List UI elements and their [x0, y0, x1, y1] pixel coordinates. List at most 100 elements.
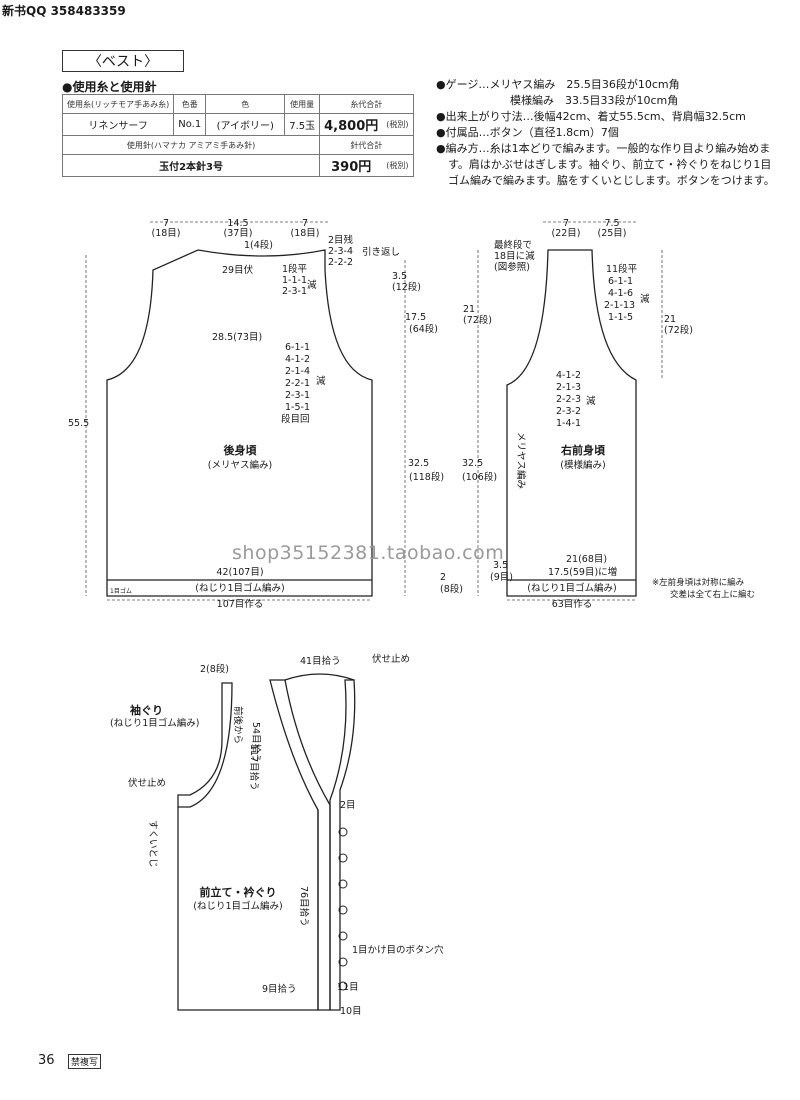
front-sh-d: 2-1-13 — [604, 300, 635, 311]
front-sh-c: 4-1-6 — [608, 288, 633, 299]
front-note-1: ※左前身頃は対称に編み — [652, 577, 745, 588]
front-cast: 63目作る — [552, 598, 593, 610]
front-ar1: 4-1-2 — [556, 370, 581, 381]
front-last-c: (図参照) — [494, 261, 530, 273]
back-h175: 17.5 — [405, 312, 426, 323]
back-ar3: 2-1-4 — [285, 366, 310, 377]
gauge-line: ●ゲージ…メリヤス編み 25.5目36段が10cm角 — [436, 78, 680, 91]
pick76: 76目拾う — [298, 886, 310, 927]
m11: 11目 — [337, 982, 359, 993]
front-rib: (ねじり1目ゴム編み) — [527, 582, 616, 594]
front-piece-name: 右前身頃 — [560, 443, 606, 457]
notions-line: ●付属品…ボタン（直径1.8cm）7個 — [436, 126, 619, 139]
back-nk-a: 1段平 — [282, 263, 308, 275]
front-last-b: 18目に減 — [494, 250, 535, 262]
size-line: ●出来上がり寸法…後幅42cm、着丈55.5cm、背肩幅32.5cm — [436, 110, 746, 123]
front-band-body — [177, 807, 319, 1011]
gauge-line-2: 模様編み 33.5目33段が10cm角 — [510, 94, 679, 107]
yarn-heading: ●使用糸と使用針 — [62, 80, 157, 94]
band-sub: (ねじり1目ゴム編み) — [193, 900, 282, 912]
collar-outline — [269, 679, 331, 1011]
back-top-7r-s: (18目) — [290, 228, 319, 239]
back-h325: 32.5 — [408, 458, 429, 469]
back-sh-b: 2-3-4 — [328, 246, 353, 257]
back-top-14-s: (37目) — [223, 228, 252, 239]
back-h555: 55.5 — [68, 418, 89, 429]
back-h2: 2 — [440, 572, 446, 583]
front-last-a: 最終段で — [494, 239, 532, 251]
front-h325: 32.5 — [462, 458, 483, 469]
front-sh-e: 1-1-5 — [608, 312, 633, 323]
band-outline — [177, 682, 233, 808]
front-top7: 7 — [563, 218, 569, 229]
back-h35: 3.5 — [392, 271, 407, 282]
front-ar2: 2-1-3 — [556, 382, 581, 393]
front-h21l: 21 — [463, 304, 475, 315]
back-h325s: (118段) — [409, 471, 444, 483]
front-ar5: 1-4-1 — [556, 418, 581, 429]
back-gen2: 減 — [316, 375, 326, 387]
front-note-2: 交差は全て右上に編む — [670, 589, 755, 600]
back-top-7l: 7 — [163, 218, 169, 229]
front-gen2: 減 — [586, 395, 596, 407]
back-w42: 42(107目) — [216, 567, 263, 578]
front-back: 前後から — [232, 706, 244, 744]
back-w285: 28.5(73目) — [212, 332, 262, 343]
back-ar4: 2-2-1 — [285, 378, 310, 389]
front-ar3: 2-2-3 — [556, 394, 581, 405]
yarn-table: 使用糸(リッチモア手あみ糸) 色番 色 使用量 糸代合計 リネンサーフ No.1… — [61, 94, 414, 177]
back-sh-c: 2-2-2 — [328, 257, 353, 268]
d2: 2(8段) — [200, 663, 229, 675]
back-cast: 107目作る — [217, 598, 264, 610]
front-gen: 減 — [640, 293, 650, 305]
back-rib: (ねじり1目ゴム編み) — [195, 582, 284, 594]
front-top75: 7.5 — [604, 218, 619, 229]
bindoff2: 伏せ止め — [128, 777, 166, 789]
back-nk-c: 2-3-1 — [282, 286, 307, 297]
header-text: 新书QQ 358483359 — [2, 4, 126, 18]
back-h2s: (8段) — [440, 583, 463, 595]
method-line-3: ゴム編みで編みます。脇をすくいとじします。ボタンをつけます。 — [448, 174, 775, 187]
back-row1: 1(4段) — [244, 239, 273, 251]
pick9: 9目拾う — [262, 983, 297, 995]
pattern-title: 〈ベスト〉 — [62, 50, 184, 72]
needle-cost: 390円 — [319, 154, 383, 177]
back-outline — [106, 249, 373, 597]
back-hikikaeshi: 引き返し — [362, 246, 400, 258]
bindoff: 伏せ止め — [372, 653, 410, 665]
page-number: 36 — [38, 1053, 55, 1068]
front-top75s: (25目) — [597, 228, 626, 239]
back-ar6: 1-5-1 — [285, 402, 310, 413]
front-h325s: (106段) — [462, 471, 497, 483]
front-ar4: 2-3-2 — [556, 406, 581, 417]
back-ar5: 2-3-1 — [285, 390, 310, 401]
sleeve-sub: (ねじり1目ゴム編み) — [110, 717, 199, 729]
front-sh-b: 6-1-1 — [608, 276, 633, 287]
front-sh-a: 11段平 — [606, 263, 638, 275]
method-line-1: ●編み方…糸は1本どりで編みます。一般的な作り目より編み始めま — [436, 142, 771, 155]
back-top-7l-s: (18目) — [151, 228, 180, 239]
front-side: メリヤス編み — [515, 432, 527, 489]
back-top-7r: 7 — [302, 218, 308, 229]
front-stitch: (模様編み) — [560, 459, 605, 471]
front-w175: 17.5(59目)に増 — [548, 566, 617, 578]
needle-name: 玉付2本針3号 — [61, 154, 321, 177]
back-ar7: 段目回 — [281, 413, 310, 425]
back-top-14: 14.5 — [227, 218, 248, 229]
front-h21ls: (72段) — [463, 314, 492, 326]
sukui: すくいとじ — [147, 820, 158, 868]
back-sh-a: 2目残 — [328, 234, 354, 246]
front-w21: 21(68目) — [566, 554, 607, 565]
back-r29: 29目伏 — [222, 264, 254, 276]
method-line-2: す。肩はかぶせはぎします。袖ぐり、前立て・衿ぐりをねじり1目 — [448, 158, 772, 171]
yarn-cost: 4,800円 — [319, 113, 383, 136]
front-h21rs: (72段) — [664, 324, 693, 336]
back-piece-name: 後身頃 — [224, 443, 258, 457]
watermark: shop35152381.taobao.com — [232, 542, 505, 564]
back-h175s: (64段) — [409, 323, 438, 335]
back-stitch: (メリヤス編み) — [208, 459, 272, 471]
back-corner: 1目ゴム — [110, 587, 132, 595]
back-ar1: 6-1-1 — [285, 342, 310, 353]
front-h35s: (9目) — [490, 572, 513, 583]
pick54: 54目拾う — [250, 722, 262, 763]
